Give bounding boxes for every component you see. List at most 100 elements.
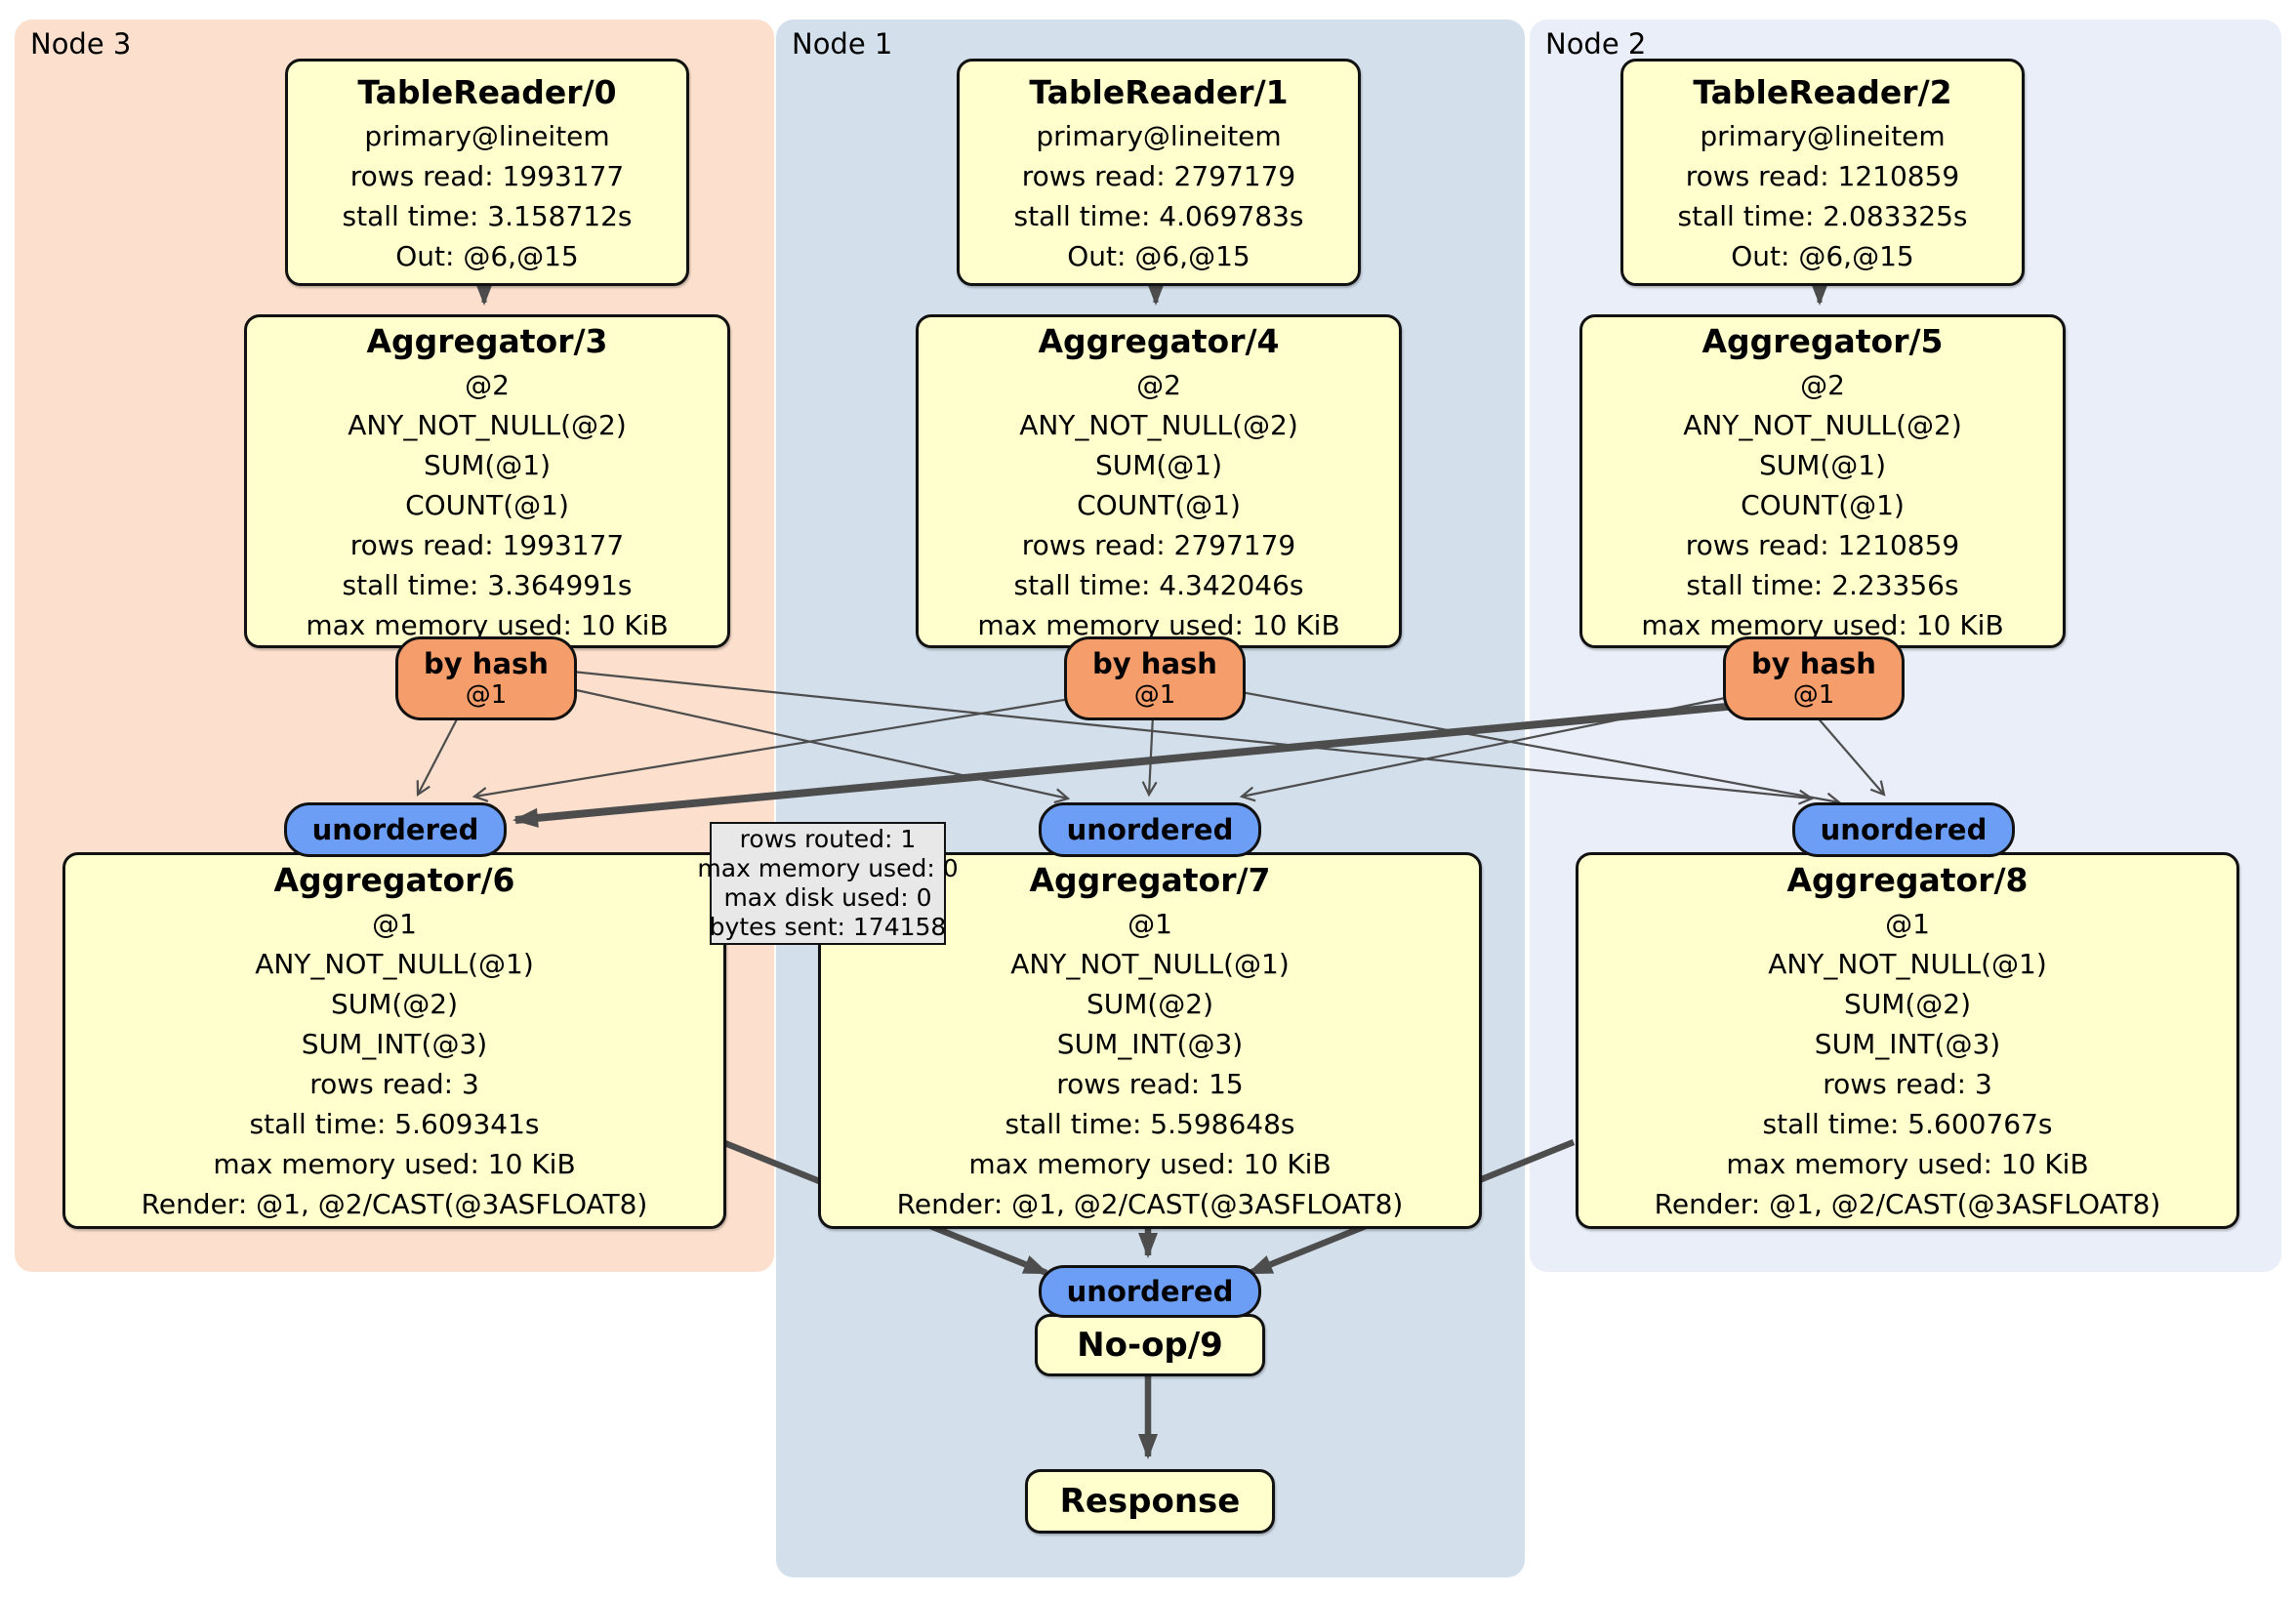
processor-tablereader-1[interactable]: TableReader/1 primary@lineitem rows read… bbox=[957, 59, 1361, 286]
sync-label: unordered bbox=[1820, 813, 1988, 846]
processor-detail: SUM(@1) bbox=[1758, 448, 1887, 481]
processor-detail: rows read: 3 bbox=[309, 1068, 479, 1100]
edge-router5-sync1[interactable] bbox=[1239, 695, 1731, 802]
stream-stats-tooltip: rows routed: 1 max memory used: 0 max di… bbox=[697, 822, 959, 945]
processor-detail: stall time: 5.598648s bbox=[1004, 1108, 1295, 1140]
processor-detail: stall time: 4.342046s bbox=[1013, 568, 1304, 601]
processor-title: Response bbox=[1059, 1482, 1241, 1521]
router-detail: @1 bbox=[1133, 680, 1176, 710]
processor-detail: primary@lineitem bbox=[1036, 119, 1282, 152]
processor-detail: SUM_INT(@3) bbox=[1814, 1028, 2001, 1060]
processor-aggregator-6[interactable]: Aggregator/6 @1 ANY_NOT_NULL(@1) SUM(@2)… bbox=[62, 852, 726, 1229]
processor-detail: stall time: 3.158712s bbox=[342, 199, 633, 232]
processor-title: Aggregator/8 bbox=[1786, 861, 2029, 899]
tooltip-line: rows routed: 1 bbox=[739, 825, 917, 853]
edge-router3-sync2[interactable] bbox=[571, 670, 1815, 805]
processor-detail: SUM_INT(@3) bbox=[1056, 1028, 1244, 1060]
processor-title: Aggregator/7 bbox=[1029, 861, 1271, 899]
processor-aggregator-5[interactable]: Aggregator/5 @2 ANY_NOT_NULL(@2) SUM(@1)… bbox=[1579, 314, 2066, 648]
tooltip-line: bytes sent: 174158 bbox=[709, 913, 947, 941]
edge-router4-sync1[interactable] bbox=[1141, 715, 1158, 798]
processor-detail: COUNT(@1) bbox=[1741, 488, 1905, 521]
processor-tablereader-2[interactable]: TableReader/2 primary@lineitem rows read… bbox=[1620, 59, 2025, 286]
sync-unordered-final[interactable]: unordered bbox=[1039, 1265, 1261, 1318]
processor-detail: Out: @6,@15 bbox=[1731, 239, 1914, 272]
processor-response[interactable]: Response bbox=[1025, 1469, 1275, 1534]
processor-detail: stall time: 2.23356s bbox=[1686, 568, 1959, 601]
processor-detail: COUNT(@1) bbox=[405, 488, 569, 521]
processor-detail: SUM_INT(@3) bbox=[301, 1028, 488, 1060]
processor-title: Aggregator/5 bbox=[1702, 321, 1944, 360]
processor-detail: Render: @1, @2/CAST(@3ASFLOAT8) bbox=[1654, 1188, 2161, 1220]
processor-detail: ANY_NOT_NULL(@1) bbox=[1768, 948, 2047, 980]
region-node3-label: Node 3 bbox=[30, 27, 132, 61]
processor-detail: @1 bbox=[1885, 908, 1930, 940]
tooltip-line: max disk used: 0 bbox=[723, 883, 932, 912]
processor-detail: stall time: 5.609341s bbox=[249, 1108, 540, 1140]
processor-detail: stall time: 2.083325s bbox=[1677, 199, 1968, 232]
processor-detail: @1 bbox=[1128, 908, 1172, 940]
processor-tablereader-0[interactable]: TableReader/0 primary@lineitem rows read… bbox=[285, 59, 689, 286]
processor-detail: Out: @6,@15 bbox=[395, 239, 579, 272]
processor-title: TableReader/2 bbox=[1693, 72, 1952, 111]
processor-detail: ANY_NOT_NULL(@1) bbox=[1010, 948, 1290, 980]
edge-router4-sync3[interactable] bbox=[472, 697, 1071, 802]
router-detail: @1 bbox=[465, 680, 508, 710]
router-by-hash-node3[interactable]: by hash @1 bbox=[395, 636, 577, 720]
router-detail: @1 bbox=[1792, 680, 1835, 710]
processor-aggregator-4[interactable]: Aggregator/4 @2 ANY_NOT_NULL(@2) SUM(@1)… bbox=[916, 314, 1402, 648]
processor-detail: Out: @6,@15 bbox=[1067, 239, 1250, 272]
processor-detail: rows read: 1210859 bbox=[1685, 528, 1960, 561]
processor-noop-9[interactable]: No-op/9 bbox=[1035, 1314, 1265, 1376]
edge-router3-sync1[interactable] bbox=[571, 687, 1071, 804]
processor-detail: @1 bbox=[372, 908, 417, 940]
processor-detail: rows read: 1993177 bbox=[349, 159, 625, 192]
processor-detail: ANY_NOT_NULL(@1) bbox=[255, 948, 534, 980]
sync-label: unordered bbox=[311, 813, 479, 846]
processor-detail: max memory used: 10 KiB bbox=[306, 608, 669, 641]
tooltip-line: max memory used: 0 bbox=[697, 854, 959, 882]
processor-detail: stall time: 4.069783s bbox=[1013, 199, 1304, 232]
processor-detail: stall time: 5.600767s bbox=[1762, 1108, 2053, 1140]
processor-detail: max memory used: 10 KiB bbox=[213, 1148, 576, 1180]
processor-aggregator-8[interactable]: Aggregator/8 @1 ANY_NOT_NULL(@1) SUM(@2)… bbox=[1576, 852, 2239, 1229]
sync-unordered-node1[interactable]: unordered bbox=[1039, 802, 1261, 857]
processor-detail: SUM(@2) bbox=[330, 988, 459, 1020]
edge-router3-sync3[interactable] bbox=[416, 715, 460, 798]
processor-detail: ANY_NOT_NULL(@2) bbox=[1683, 408, 1962, 441]
edge-router4-sync2[interactable] bbox=[1235, 689, 1842, 808]
processor-title: TableReader/0 bbox=[357, 72, 617, 111]
processor-detail: rows read: 2797179 bbox=[1021, 528, 1296, 561]
router-by-hash-node2[interactable]: by hash @1 bbox=[1723, 636, 1905, 720]
sync-label: unordered bbox=[1066, 813, 1234, 846]
processor-detail: SUM(@2) bbox=[1843, 988, 1972, 1020]
processor-detail: primary@lineitem bbox=[364, 119, 610, 152]
processor-title: Aggregator/3 bbox=[366, 321, 608, 360]
processor-detail: max memory used: 10 KiB bbox=[1641, 608, 2004, 641]
processor-detail: @2 bbox=[1136, 368, 1181, 401]
processor-aggregator-3[interactable]: Aggregator/3 @2 ANY_NOT_NULL(@2) SUM(@1)… bbox=[244, 314, 730, 648]
router-by-hash-node1[interactable]: by hash @1 bbox=[1064, 636, 1246, 720]
processor-detail: @2 bbox=[465, 368, 510, 401]
region-node2-label: Node 2 bbox=[1545, 27, 1647, 61]
processor-detail: rows read: 3 bbox=[1823, 1068, 1992, 1100]
processor-detail: stall time: 3.364991s bbox=[342, 568, 633, 601]
processor-title: Aggregator/4 bbox=[1038, 321, 1280, 360]
edge-router5-sync3-heavy[interactable] bbox=[512, 701, 1748, 828]
sync-unordered-node3[interactable]: unordered bbox=[284, 802, 507, 857]
sync-unordered-node2[interactable]: unordered bbox=[1792, 802, 2015, 857]
processor-detail: Render: @1, @2/CAST(@3ASFLOAT8) bbox=[896, 1188, 1404, 1220]
router-label: by hash bbox=[1751, 647, 1876, 680]
processor-detail: primary@lineitem bbox=[1700, 119, 1946, 152]
processor-detail: ANY_NOT_NULL(@2) bbox=[1019, 408, 1298, 441]
router-label: by hash bbox=[1092, 647, 1217, 680]
sync-label: unordered bbox=[1066, 1275, 1234, 1308]
edge-router5-sync2[interactable] bbox=[1815, 715, 1886, 797]
processor-title: No-op/9 bbox=[1077, 1326, 1223, 1365]
processor-detail: max memory used: 10 KiB bbox=[977, 608, 1340, 641]
processor-detail: ANY_NOT_NULL(@2) bbox=[348, 408, 627, 441]
processor-detail: @2 bbox=[1800, 368, 1845, 401]
processor-detail: SUM(@1) bbox=[1094, 448, 1223, 481]
processor-detail: max memory used: 10 KiB bbox=[968, 1148, 1332, 1180]
